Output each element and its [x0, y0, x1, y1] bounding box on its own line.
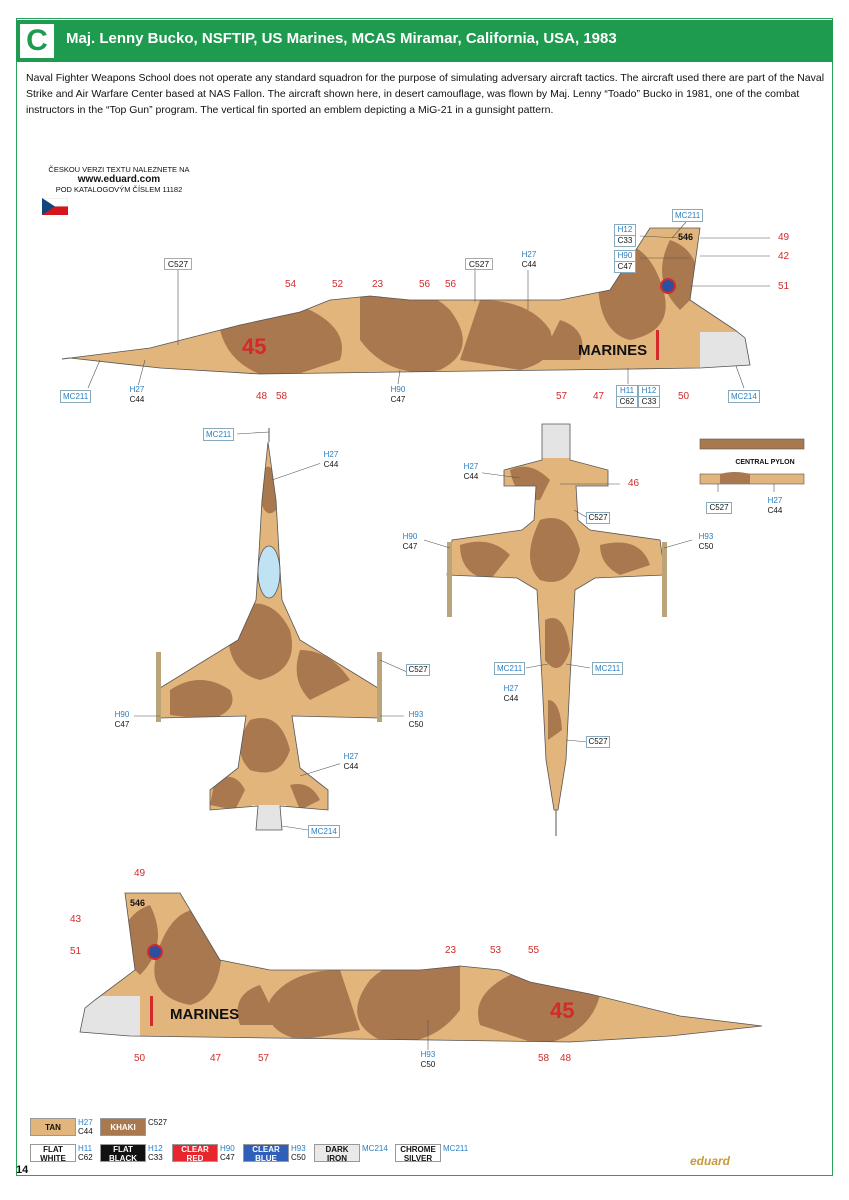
marking-23-top: 23 — [372, 279, 384, 290]
marking-57-bottom: 57 — [258, 1053, 270, 1064]
legend-swatch-clear-red: CLEAR RED — [172, 1144, 218, 1163]
callout-c527-nose: C527 — [164, 258, 192, 270]
central-pylon-label: CENTRAL PYLON — [735, 459, 795, 466]
callout-c527-mid: C527 — [465, 258, 493, 270]
czech-note-line1: ČESKOU VERZI TEXTU NALEZNETE NA — [48, 165, 190, 174]
legend-swatch-flat-black: FLAT BLACK — [100, 1144, 146, 1163]
top-view — [160, 442, 378, 830]
legend-codes: C527 — [148, 1118, 168, 1127]
marking-52-top: 52 — [332, 279, 344, 290]
marking-51-top: 51 — [778, 281, 790, 292]
marking-53-bottom: 53 — [490, 945, 502, 956]
fin-number-bottom: 546 — [130, 898, 146, 908]
fin-stripe-bottom — [150, 996, 153, 1026]
marking-48-bottom: 48 — [560, 1053, 572, 1064]
callout-mc214: MC214 — [728, 390, 760, 403]
marking-58-top: 58 — [276, 391, 288, 402]
profile-description: Naval Fighter Weapons School does not op… — [26, 72, 825, 116]
profile-header: C Maj. Lenny Bucko, NSFTIP, US Marines, … — [16, 20, 833, 62]
plan-callout-mc211: MC211 — [203, 428, 235, 441]
legend-swatch-flat-white: FLAT WHITE — [30, 1144, 76, 1163]
marking-54-top: 54 — [285, 279, 297, 290]
marking-23-bottom: 23 — [445, 945, 457, 956]
legend-swatch-clear-blue: CLEAR BLUE — [243, 1144, 289, 1163]
page-number: 14 — [16, 1164, 29, 1176]
marking-42-top: 42 — [778, 251, 790, 262]
marking-58-bottom: 58 — [538, 1053, 550, 1064]
marking-49-bottom: 49 — [134, 868, 146, 879]
marking-49-top: 49 — [778, 232, 790, 243]
callout-mc211-fin: MC211 — [672, 209, 704, 222]
fin-number-top: 546 — [678, 232, 694, 242]
marking-50-top: 50 — [678, 391, 690, 402]
marking-48-top: 48 — [256, 391, 268, 402]
legend-codes: MC211 — [443, 1144, 469, 1153]
under-callout-c527-lower: C527 — [586, 736, 610, 748]
profile-title: Maj. Lenny Bucko, NSFTIP, US Marines, MC… — [66, 30, 617, 47]
legend-swatch-chrome-silver: CHROME SILVER — [395, 1144, 441, 1163]
profile-letter: C — [20, 24, 54, 58]
czech-note: ČESKOU VERZI TEXTU NALEZNETE NA www.edua… — [34, 165, 204, 195]
eduard-logo: eduard — [690, 1154, 731, 1168]
fin-stripe-top — [656, 330, 659, 360]
marking-46-under: 46 — [628, 478, 640, 489]
nose-number-bottom: 45 — [550, 998, 575, 1023]
marines-text-bottom: MARINES — [170, 1006, 240, 1023]
marines-text-top: MARINES — [578, 342, 648, 359]
marking-50-bottom: 50 — [134, 1053, 146, 1064]
marking-56a-top: 56 — [419, 279, 431, 290]
legend-codes: MC214 — [362, 1144, 388, 1153]
legend-swatch-dark-iron: DARK IRON — [314, 1144, 360, 1163]
pylon-callout-c527: C527 — [706, 502, 732, 514]
czech-note-url[interactable]: www.eduard.com — [77, 174, 161, 185]
legend-swatch-khaki: KHAKI — [100, 1118, 146, 1136]
marking-47-bottom: 47 — [210, 1053, 222, 1064]
marking-56b-top: 56 — [445, 279, 457, 290]
plan-callout-mc214: MC214 — [308, 825, 340, 838]
czech-note-line2: POD KATALOGOVÝM ČÍSLEM 11182 — [55, 185, 183, 194]
under-callout-c527: C527 — [586, 512, 610, 524]
under-callout-mc211-left: MC211 — [494, 662, 526, 675]
nose-number-top: 45 — [242, 334, 267, 359]
marking-47-top: 47 — [593, 391, 605, 402]
legend-swatch-tan: TAN — [30, 1118, 76, 1136]
czech-flag-icon — [42, 198, 68, 215]
marking-57-top: 57 — [556, 391, 568, 402]
callout-mc211-nose: MC211 — [60, 390, 92, 403]
plan-callout-c527: C527 — [406, 664, 430, 676]
marking-43-bottom: 43 — [70, 914, 82, 925]
marking-51-bottom: 51 — [70, 946, 82, 957]
under-callout-mc211-right: MC211 — [592, 662, 624, 675]
page-frame — [16, 18, 833, 1176]
marking-55-bottom: 55 — [528, 945, 540, 956]
